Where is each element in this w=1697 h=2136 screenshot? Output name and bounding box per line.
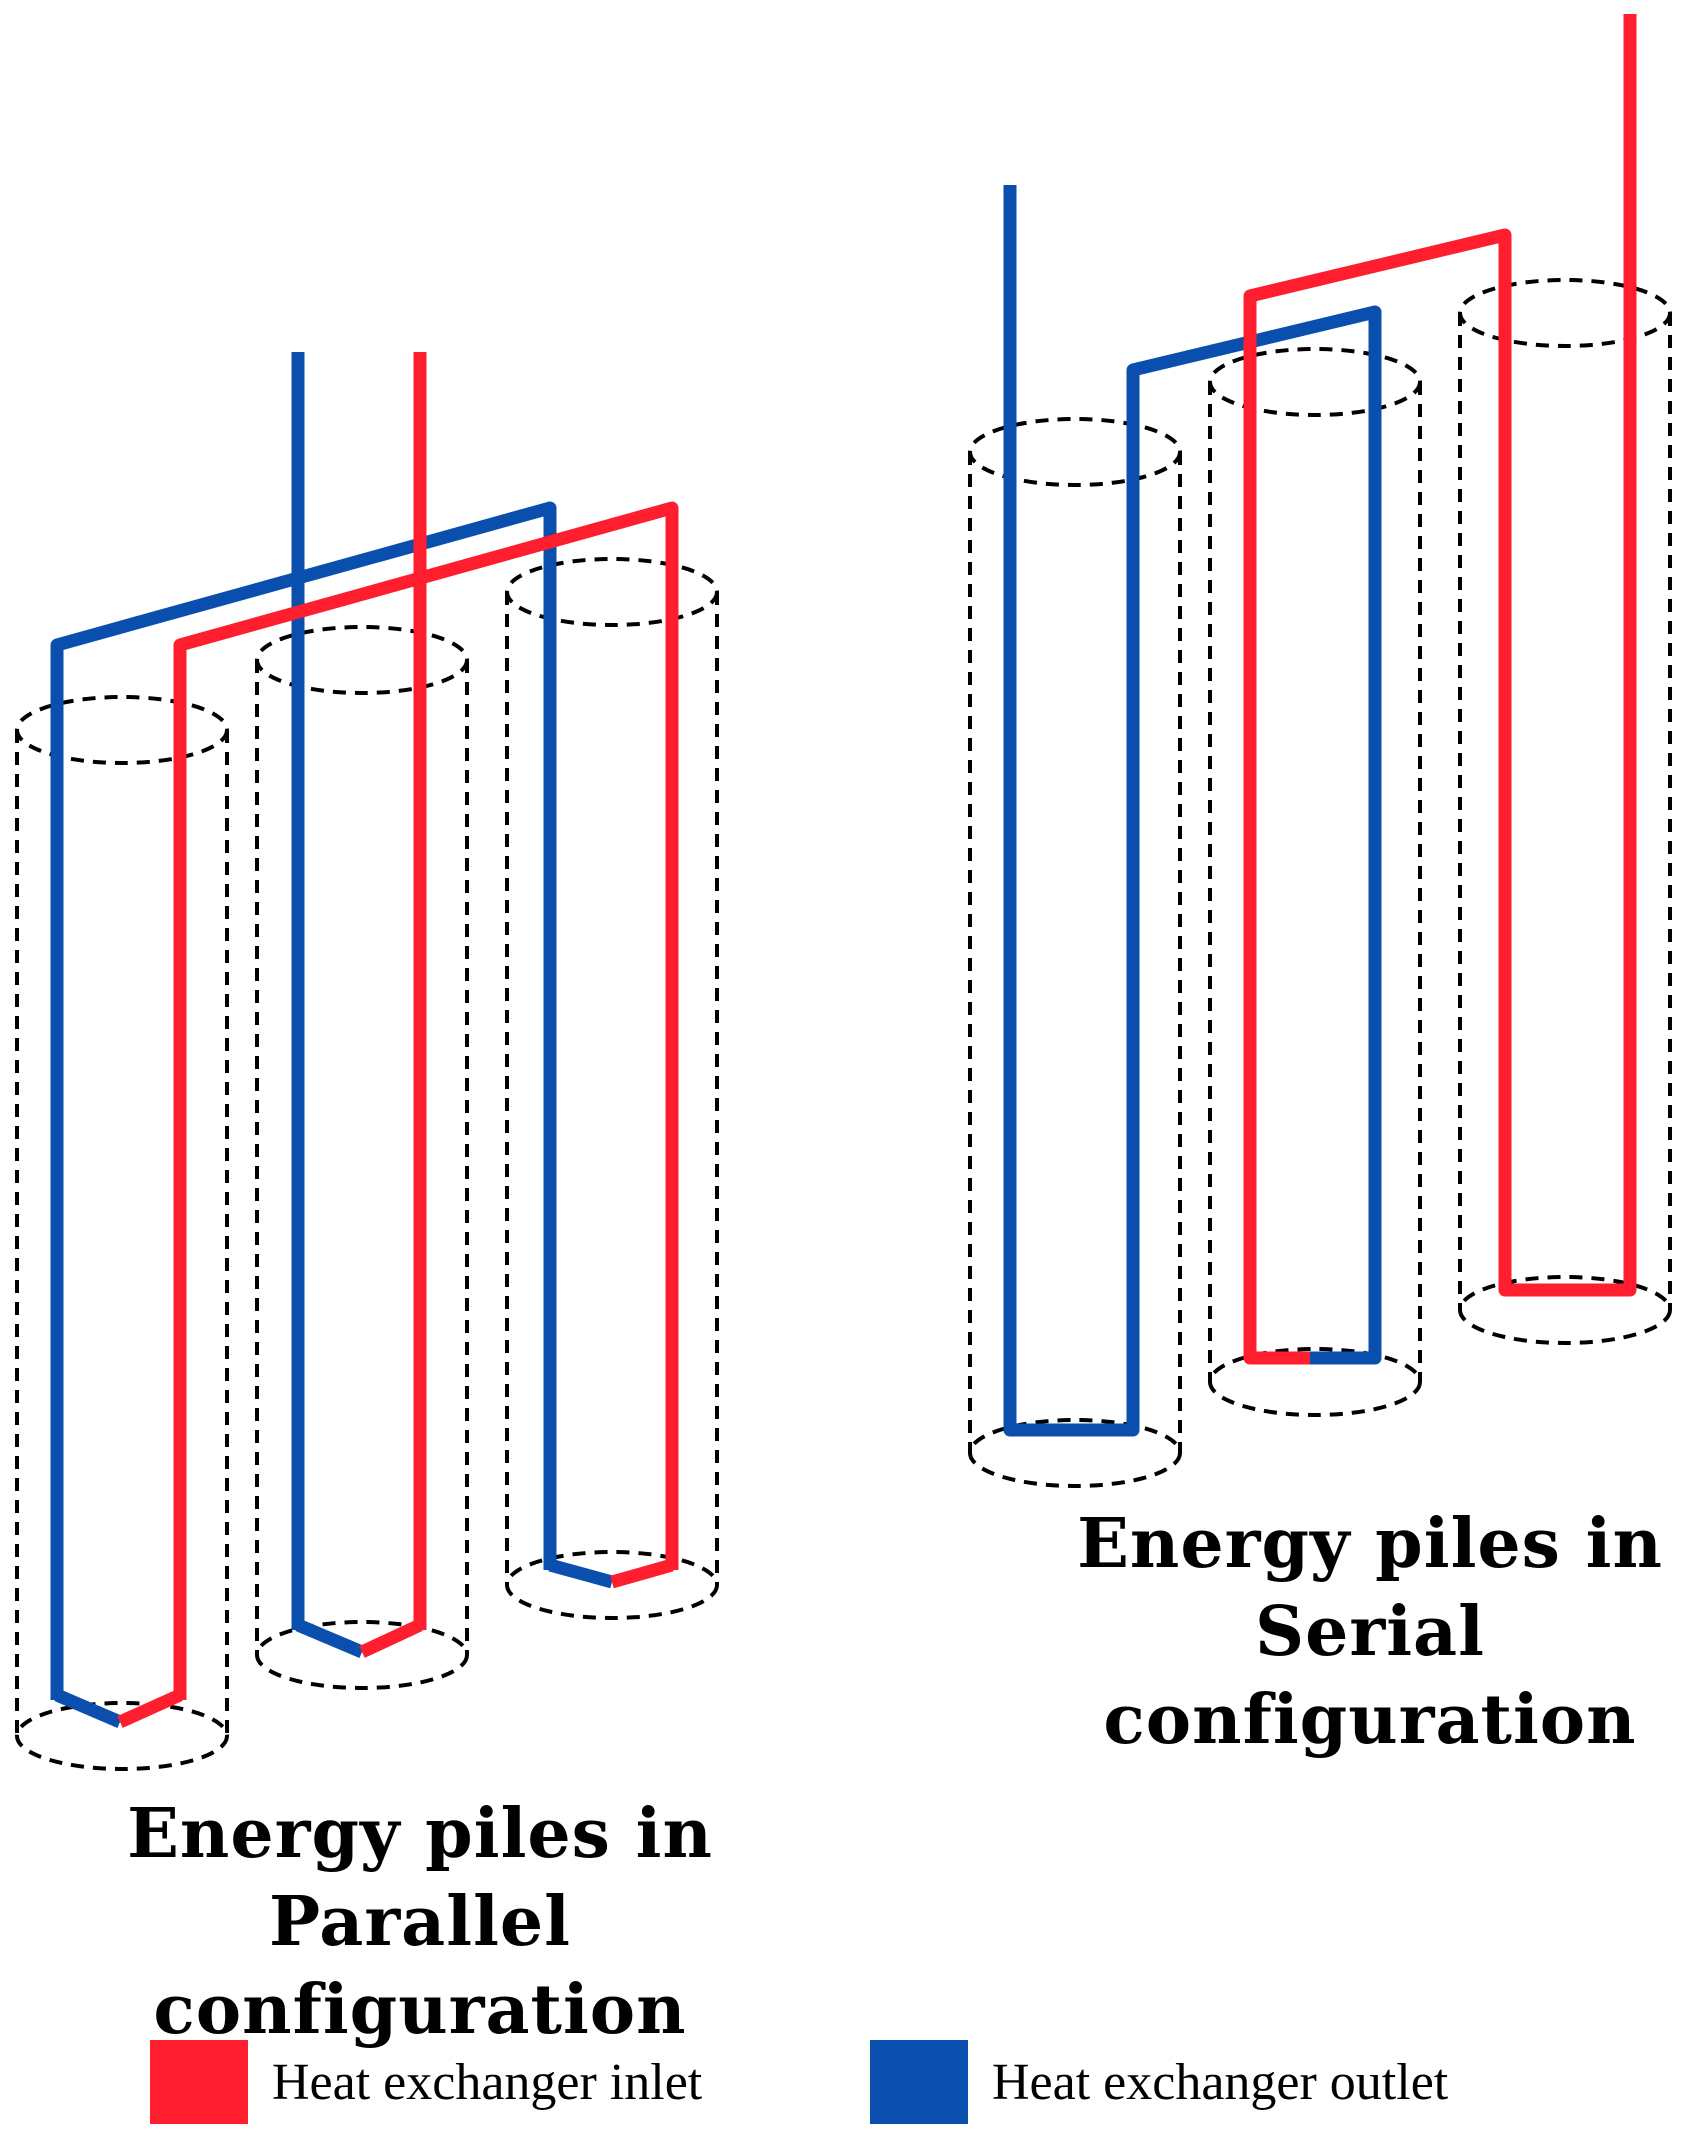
serial-inlet-pipe	[1243, 14, 1637, 1365]
serial-outlet-pipe	[1003, 185, 1382, 1437]
parallel-pile-1	[15, 695, 229, 1771]
serial-caption-line2: Serial configuration	[1103, 1592, 1637, 1760]
serial-caption: Energy piles in Serial configuration	[1050, 1500, 1690, 1764]
parallel-caption-line1: Energy piles in	[127, 1794, 713, 1874]
legend-outlet-label: Heat exchanger outlet	[992, 2053, 1449, 2111]
serial-pile-3	[1458, 278, 1672, 1345]
parallel-pile-2	[255, 625, 469, 1690]
serial-pile-2	[1208, 347, 1422, 1417]
legend-outlet: Heat exchanger outlet	[870, 2040, 1448, 2124]
parallel-caption: Energy piles in Parallel configuration	[30, 1790, 810, 2054]
serial-pile-1	[968, 417, 1182, 1488]
legend-outlet-swatch	[870, 2040, 968, 2124]
legend-inlet-label: Heat exchanger inlet	[272, 2053, 703, 2111]
parallel-caption-line2: Parallel configuration	[153, 1882, 687, 2050]
parallel-inlet-pipe	[117, 352, 679, 1728]
legend-inlet-swatch	[150, 2040, 248, 2124]
serial-caption-line1: Energy piles in	[1077, 1504, 1663, 1584]
parallel-pile-3	[505, 557, 719, 1620]
parallel-outlet-pipe	[50, 352, 614, 1728]
legend-inlet: Heat exchanger inlet	[150, 2040, 702, 2124]
